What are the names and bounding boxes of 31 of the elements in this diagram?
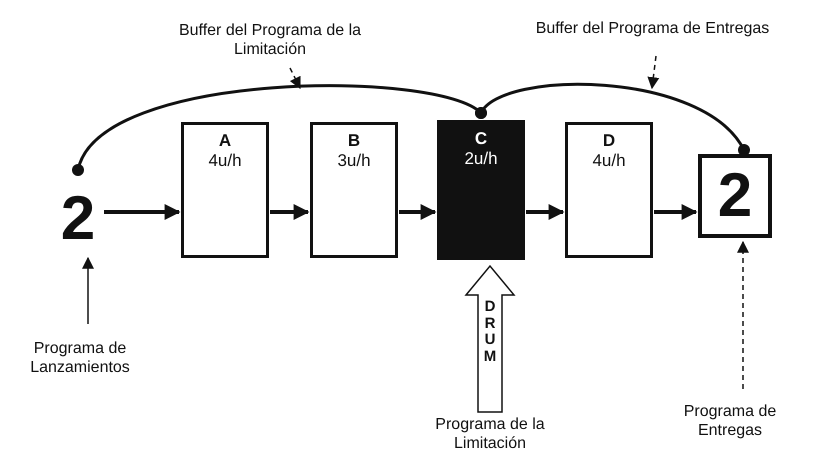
arrow — [270, 204, 310, 220]
station-name: A — [218, 131, 232, 151]
arrow — [654, 204, 698, 220]
annotation-text: Programa de Lanzamientos — [29, 339, 131, 377]
station-name: D — [602, 131, 616, 151]
leader-line — [647, 56, 660, 90]
station-name: C — [474, 129, 488, 149]
arrow — [526, 204, 565, 220]
leader-line — [82, 256, 94, 324]
arrow — [104, 204, 181, 220]
annotation-text: Buffer del Programa de Entregas — [536, 18, 770, 38]
station-box — [181, 122, 269, 258]
station-rate: 3u/h — [337, 151, 371, 171]
output-box — [698, 154, 772, 238]
station-rate: 4u/h — [208, 151, 242, 171]
station-box — [310, 122, 398, 258]
station-rate: 2u/h — [464, 149, 498, 169]
annotation-text: Buffer del Programa de la Limitación — [178, 21, 362, 59]
quantity-number: 2 — [718, 165, 752, 227]
station-box — [565, 122, 653, 258]
leader-line — [289, 68, 301, 90]
station-rate: 4u/h — [592, 151, 626, 171]
leader-line — [737, 240, 749, 389]
drum-label: DRUM — [482, 299, 498, 365]
arrow — [399, 204, 437, 220]
station-name: B — [348, 131, 360, 151]
quantity-number: 2 — [60, 188, 96, 250]
buffer-curve — [475, 82, 750, 156]
annotation-text: Programa de Entregas — [682, 402, 778, 440]
constraint-station-box — [437, 120, 525, 260]
drum-caption: Programa de la Limitación — [434, 415, 546, 453]
